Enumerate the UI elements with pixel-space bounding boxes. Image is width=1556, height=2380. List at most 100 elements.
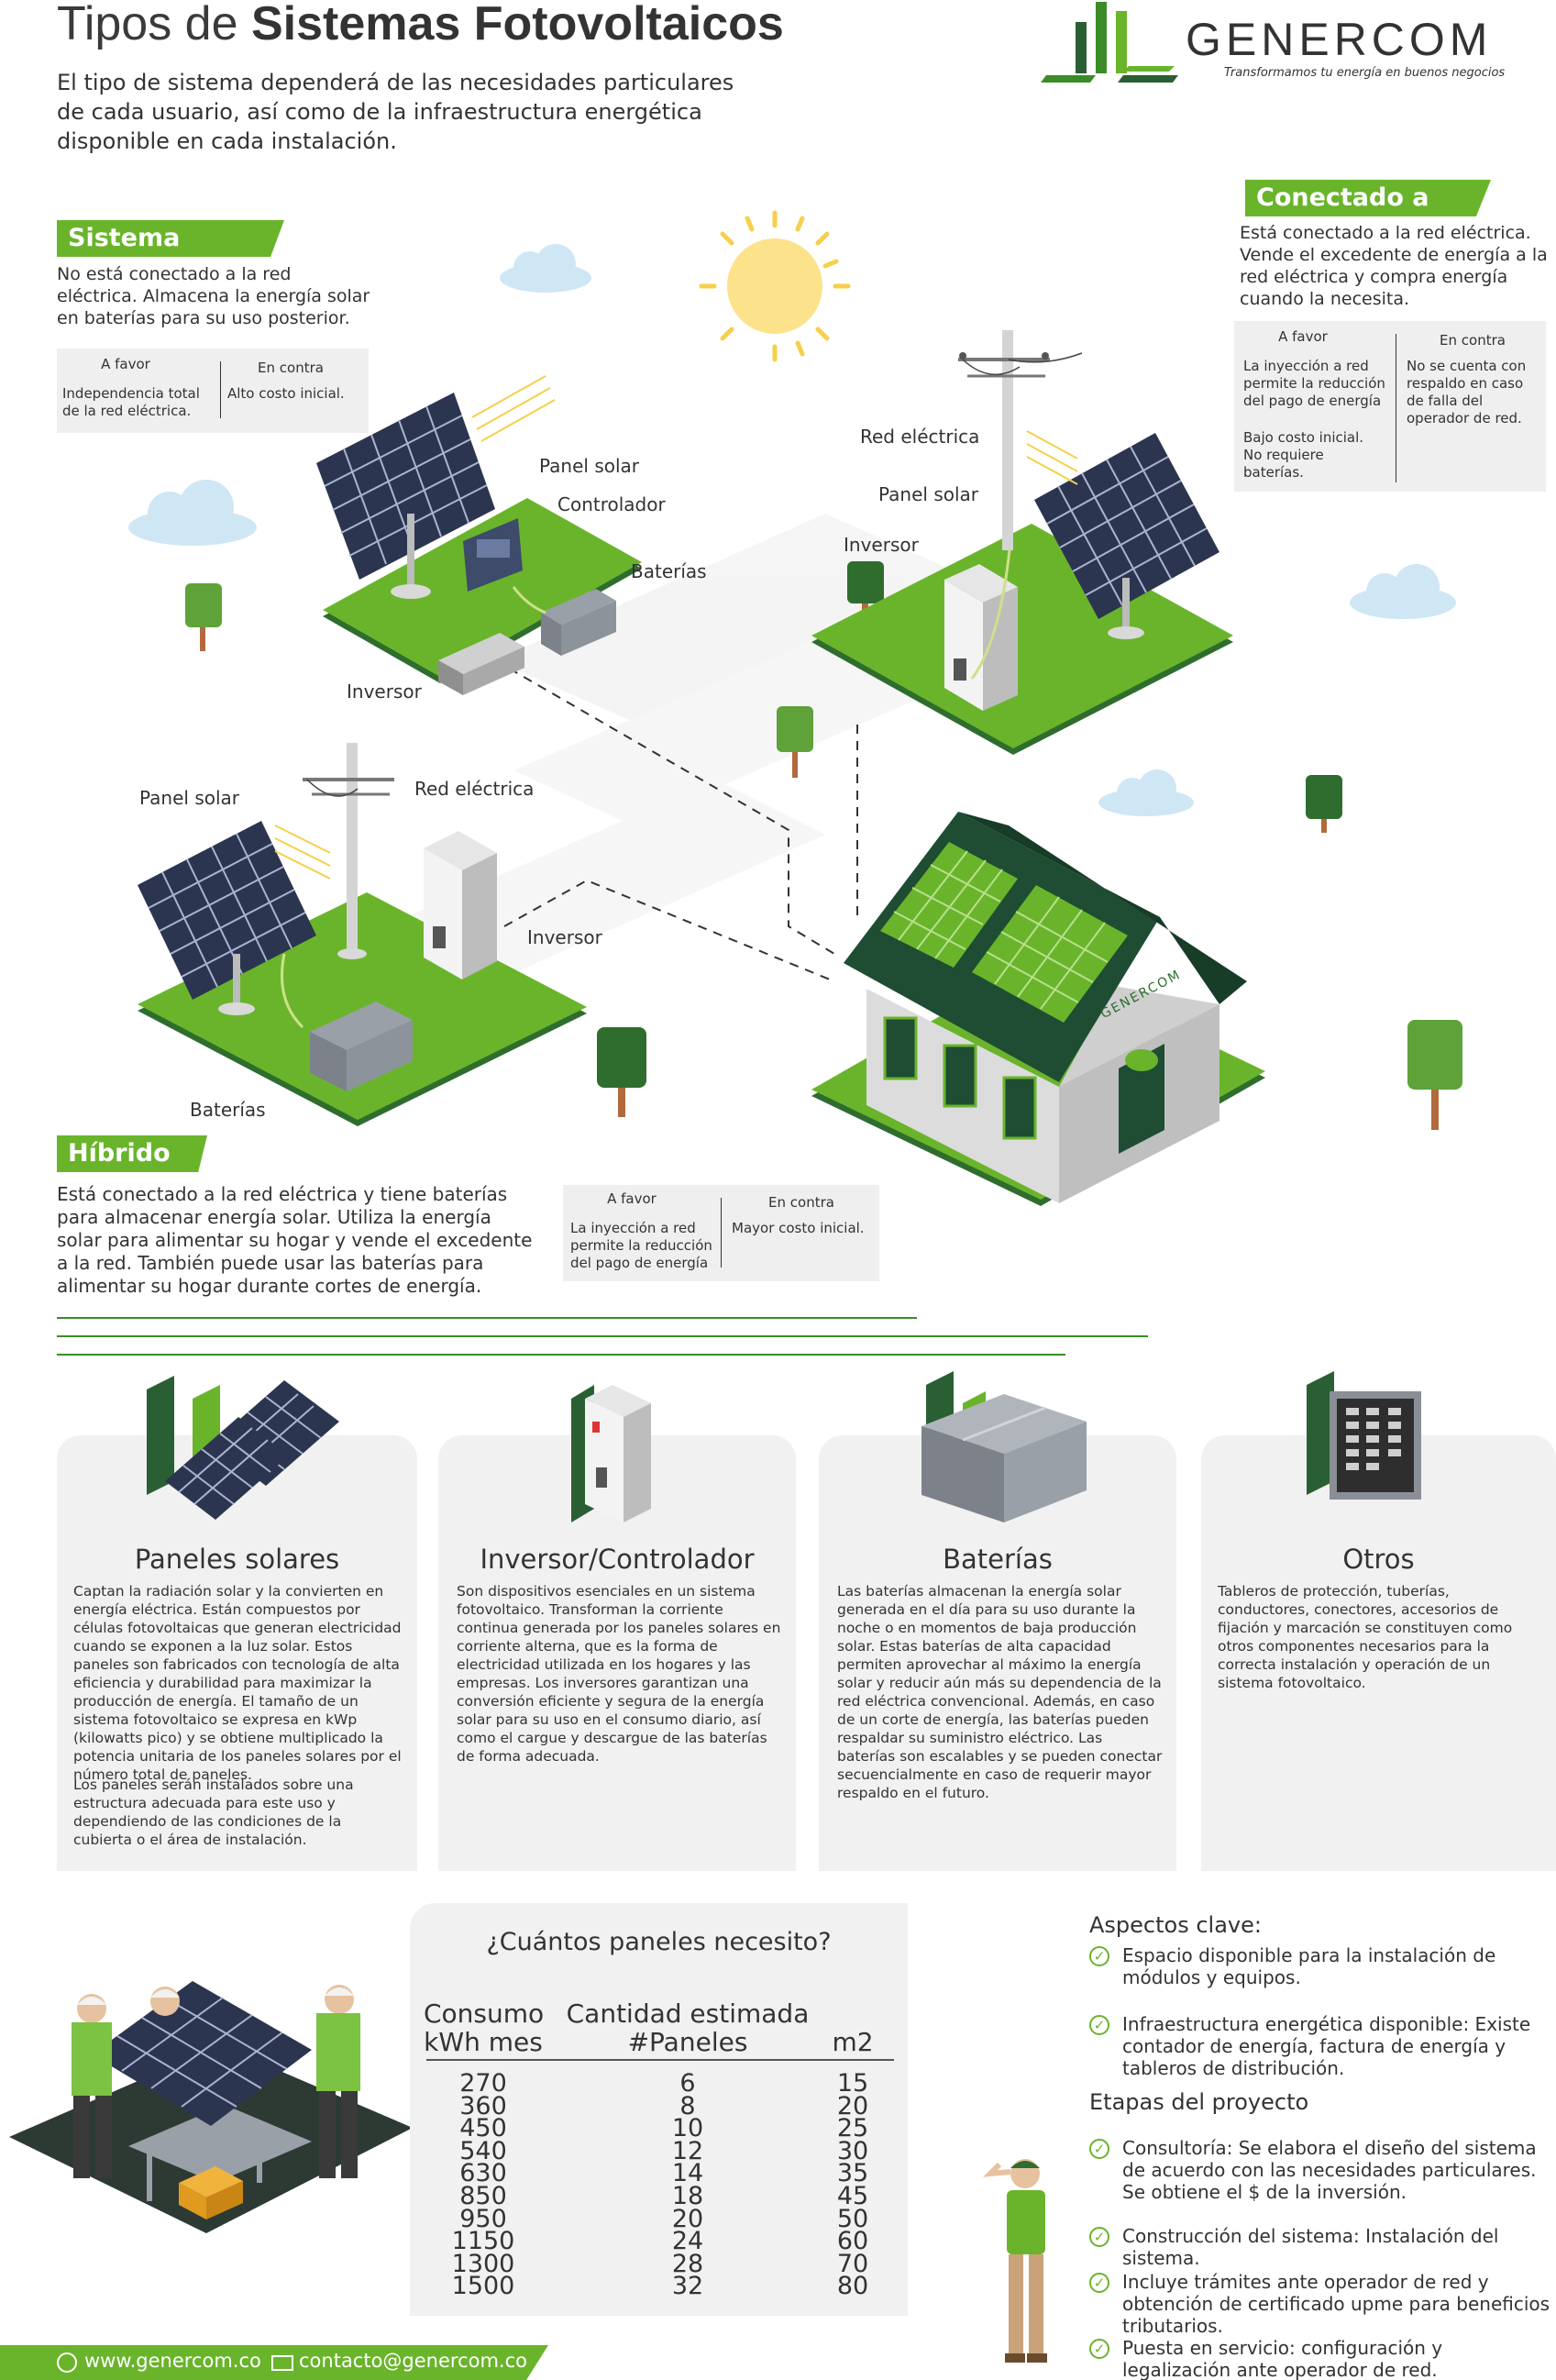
tree-icon <box>1306 775 1342 833</box>
check-icon: ✓ <box>1089 2273 1109 2293</box>
table-header-consumo-1: Consumo <box>424 1998 545 2029</box>
person-illustration <box>983 2159 1047 2363</box>
page-title: Tipos de Sistemas Fotovoltaicos <box>57 0 784 51</box>
table-cell: 540 <box>459 2136 507 2165</box>
table-cell: 630 <box>459 2159 507 2188</box>
table-header-m2: m2 <box>832 2027 874 2057</box>
conectado-pros-cons: A favor En contra La inyección a red per… <box>1234 321 1546 492</box>
aspecto-item-text: Espacio disponible para la instalación d… <box>1122 1944 1496 1988</box>
table-cell: 15 <box>836 2069 869 2098</box>
cloud-icon <box>1098 769 1194 816</box>
table-header-paneles: Cantidad estimada #Paneles <box>564 1999 811 2056</box>
conectado-contra-label: En contra <box>1440 332 1506 349</box>
utility-pole-icon <box>958 330 1083 550</box>
card-paneles <box>57 1435 417 1871</box>
table-cell: 12 <box>671 2136 704 2165</box>
tree-icon <box>185 583 222 651</box>
electrical-panel-icon <box>1307 1371 1421 1500</box>
controller-icon <box>463 518 523 592</box>
table-header-paneles-1: Cantidad estimada <box>566 1998 810 2029</box>
table-cell: 70 <box>836 2249 869 2278</box>
card-paneles-text-2: Los paneles serán instalados sobre una e… <box>73 1777 354 1848</box>
divider-line <box>57 1317 917 1319</box>
tree-icon <box>847 561 884 618</box>
table-cell: 50 <box>836 2204 869 2233</box>
table-header-rule <box>426 2059 894 2061</box>
card-baterias-title: Baterías <box>943 1544 1053 1575</box>
aislado-contra-text: Alto costo inicial. <box>227 385 345 402</box>
conectado-description: Está conectado a la red eléctrica. Vende… <box>1240 223 1548 309</box>
solar-panel-icon <box>92 1981 312 2126</box>
utility-pole-icon <box>303 743 394 959</box>
tree-icon <box>597 1027 646 1117</box>
solar-panel-icon <box>1034 433 1219 639</box>
conectado-favor-text-2: Bajo costo inicial. No requiere baterías… <box>1243 429 1364 481</box>
table-header-consumo: Consumo kWh mes <box>424 1998 545 2057</box>
conectado-favor-label: A favor <box>1278 328 1328 345</box>
table-cell: 30 <box>836 2136 869 2165</box>
footer-email[interactable]: contacto@genercom.co <box>299 2350 528 2372</box>
table-cell: 20 <box>836 2091 869 2120</box>
brand-logo-mark <box>1041 2 1178 83</box>
hibrido-description: Está conectado a la red eléctrica y tien… <box>57 1183 533 1297</box>
aislado-favor-label: A favor <box>101 356 150 372</box>
table-cell: 950 <box>459 2204 507 2233</box>
card-paneles-title: Paneles solares <box>134 1544 340 1575</box>
table-cell: 6 <box>679 2069 696 2098</box>
aislado-pros-cons: A favor En contra Independencia total de… <box>57 349 369 433</box>
conectado-contra-text: No se cuenta con respaldo en caso de fal… <box>1407 358 1527 426</box>
footer-web[interactable]: www.genercom.co <box>84 2350 261 2372</box>
card-paneles-text: Captan la radiación solar y la convierte… <box>73 1583 402 1783</box>
inverter-icon <box>424 831 497 980</box>
table-cell: 20 <box>671 2204 704 2233</box>
tree-icon <box>777 706 813 778</box>
aislado-favor-text: Independencia total de la red eléctrica. <box>62 385 200 419</box>
conectado-tag: Conectado a red <box>1245 180 1491 216</box>
card-baterias-text: Las baterías almacenan la energía solar … <box>837 1583 1163 1801</box>
table-cell: 1300 <box>451 2249 515 2278</box>
hibrido-contra-text: Mayor costo inicial. <box>732 1220 865 1236</box>
hibrido-label-panel: Panel solar <box>139 787 240 809</box>
tree-icon <box>1407 1020 1462 1130</box>
battery-icon <box>541 589 616 656</box>
toolbox-icon <box>179 2166 243 2219</box>
battery-icon <box>310 1002 413 1091</box>
table-cell: 360 <box>459 2091 507 2120</box>
table-cell: 1150 <box>451 2227 515 2256</box>
worker-icon <box>72 1994 112 2178</box>
table-cell: 270 <box>459 2069 507 2098</box>
solar-panel-icon <box>880 842 1128 1023</box>
inverter-icon <box>944 564 1018 711</box>
etapa-item-text: Puesta en servicio: configuración y lega… <box>1122 2337 1443 2380</box>
panels-table-title: ¿Cuántos paneles necesito? <box>486 1928 832 1956</box>
divider-line <box>57 1354 1065 1356</box>
table-header-consumo-2: kWh mes <box>424 2027 543 2057</box>
aislado-tag: Sistema Aislado <box>57 220 284 257</box>
card-otros <box>1201 1435 1556 1871</box>
check-icon: ✓ <box>1089 2139 1109 2159</box>
conectado-label-inversor: Inversor <box>844 534 919 556</box>
table-cell: 32 <box>671 2272 704 2301</box>
aislado-description: No está conectado a la red eléctrica. Al… <box>57 264 370 328</box>
worker-icon <box>150 1987 180 2016</box>
check-icon: ✓ <box>1089 2339 1109 2359</box>
footer-bar: www.genercom.co contacto@genercom.co <box>0 2345 548 2380</box>
card-otros-text: Tableros de protección, tuberías, conduc… <box>1218 1583 1513 1691</box>
table-cell: 14 <box>671 2159 704 2188</box>
cloud-icon <box>1350 564 1456 619</box>
table-cell: 850 <box>459 2181 507 2210</box>
check-icon: ✓ <box>1089 2015 1109 2035</box>
table-cell: 8 <box>679 2091 696 2120</box>
worker-icon <box>316 1985 360 2178</box>
house-icon <box>811 812 1265 1206</box>
table-cell: 45 <box>836 2181 869 2210</box>
check-icon: ✓ <box>1089 2227 1109 2247</box>
inverter-icon <box>438 633 524 695</box>
page-title-bold: Sistemas Fotovoltaicos <box>250 0 784 50</box>
batteries-icon <box>921 1371 1087 1522</box>
hibrido-favor-label: A favor <box>607 1190 657 1207</box>
card-otros-title: Otros <box>1342 1544 1415 1575</box>
aspectos-title: Aspectos clave: <box>1089 1912 1262 1938</box>
